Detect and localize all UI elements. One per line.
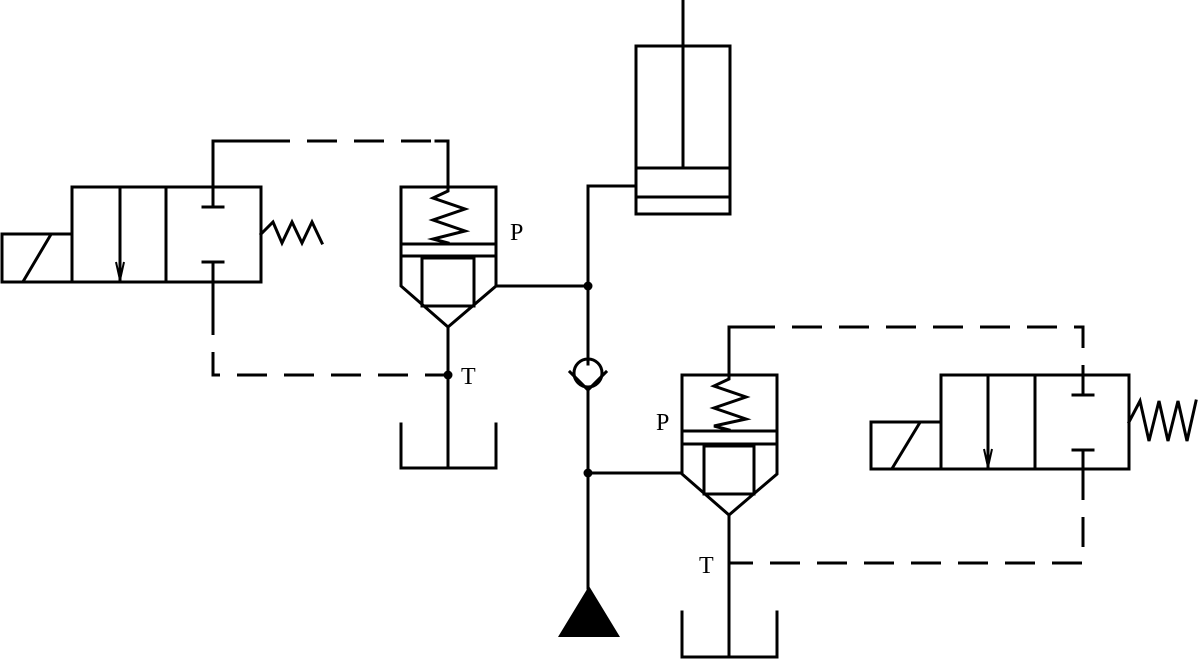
return-spring-icon [1126, 396, 1198, 442]
port-label-p-upper: P [510, 220, 523, 246]
upper-pilot-lines [211, 139, 450, 377]
port-label-t-lower: T [699, 553, 714, 579]
port-label-t-upper: T [461, 364, 476, 390]
lower-pilot-lines [727, 325, 1085, 565]
junction-dot-upper [583, 281, 593, 291]
junction-dot-lower [583, 468, 593, 478]
relief-spring-icon [427, 185, 471, 245]
lower-solenoid-valve [869, 373, 1198, 472]
main-pressure-lines [494, 184, 684, 590]
upper-relief-valve [399, 185, 498, 377]
return-spring-icon [258, 218, 324, 247]
hydraulic-cylinder [634, 0, 732, 216]
upper-solenoid-valve [0, 185, 324, 284]
relief-spring-icon [709, 373, 752, 432]
upper-tank-return [399, 370, 498, 470]
lower-relief-valve [680, 373, 779, 565]
check-valve [567, 357, 609, 393]
pump-source-symbol [558, 586, 620, 637]
lower-tank-return [680, 561, 779, 659]
port-label-p-lower: P [656, 410, 669, 436]
